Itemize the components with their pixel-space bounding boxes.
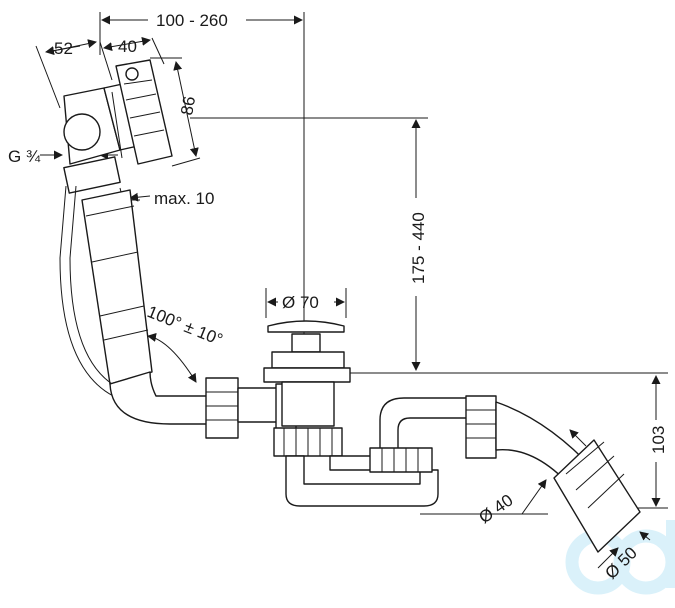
label-max10: max. 10 bbox=[154, 189, 214, 208]
label-86: 86 bbox=[177, 95, 199, 117]
label-dia70: Ø 70 bbox=[282, 293, 319, 312]
label-thread: G ¾ bbox=[8, 147, 41, 166]
label-175-440: 175 - 440 bbox=[409, 212, 428, 284]
angle-dimension bbox=[147, 333, 197, 383]
overflow-rosette-housing bbox=[63, 59, 173, 194]
label-52: 52 bbox=[54, 39, 73, 58]
label-angle: 100° ± 10° bbox=[145, 302, 226, 349]
overflow-tube bbox=[59, 185, 153, 403]
trap-body bbox=[273, 397, 473, 507]
label-40: 40 bbox=[118, 37, 137, 56]
label-100-260: 100 - 260 bbox=[156, 11, 228, 30]
connecting-pipe bbox=[109, 371, 215, 425]
label-103: 103 bbox=[649, 426, 668, 454]
dimension-lines bbox=[35, 12, 668, 569]
drain-plug bbox=[263, 320, 351, 427]
label-dia40: Ø 40 bbox=[475, 491, 516, 528]
outlet-elbow bbox=[465, 395, 641, 553]
